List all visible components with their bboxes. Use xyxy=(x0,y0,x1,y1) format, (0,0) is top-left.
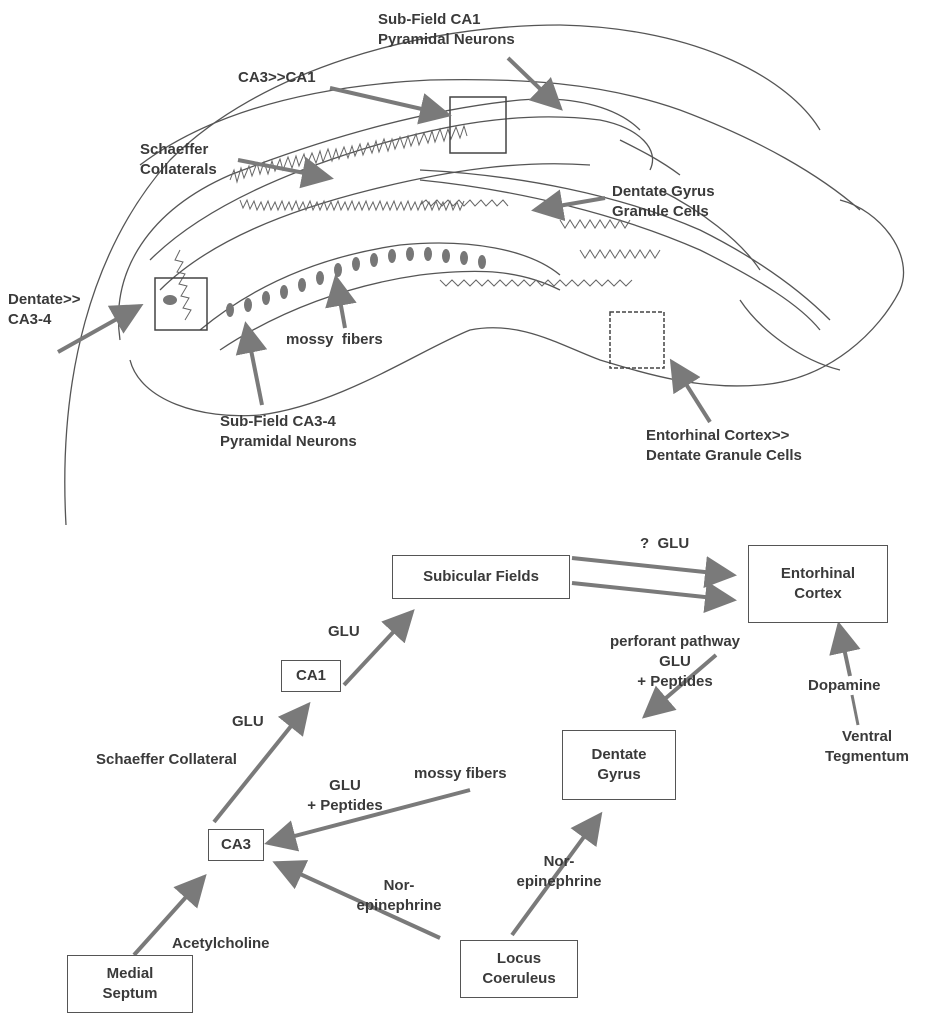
node-medial-line2: Septum xyxy=(102,984,157,1004)
node-ca1: CA1 xyxy=(281,660,341,692)
label-perforant-pathway: perforant pathway GLU + Peptides xyxy=(580,632,770,692)
label-perforant-line1: perforant pathway xyxy=(580,632,770,652)
label-schaeffer-collateral: Schaeffer Collateral xyxy=(96,750,237,770)
label-entorhinal-dentate-line1: Entorhinal Cortex>> xyxy=(646,426,802,446)
label-glu-subicular: GLU xyxy=(328,622,360,642)
label-dentate-gyrus-granule: Dentate Gyrus Granule Cells xyxy=(612,182,715,222)
label-norepi-left-line2: epinephrine xyxy=(344,896,454,916)
node-locus-line1: Locus xyxy=(497,949,541,969)
label-ventral-line1: Ventral xyxy=(802,727,931,747)
label-glu-peptides-line1: GLU xyxy=(290,776,400,796)
node-locus-coeruleus: Locus Coeruleus xyxy=(460,940,578,998)
label-glu-peptides-line2: + Peptides xyxy=(290,796,400,816)
label-ventral-line2: Tegmentum xyxy=(802,747,931,767)
node-locus-line2: Coeruleus xyxy=(482,969,555,989)
label-subfield-ca34-line1: Sub-Field CA3-4 xyxy=(220,412,357,432)
label-schaeffer-line1: Schaeffer xyxy=(140,140,217,160)
label-norepi-right-line1: Nor- xyxy=(504,852,614,872)
label-dentate-ca3: Dentate>> CA3-4 xyxy=(8,290,81,330)
label-dentate-gyrus-line1: Dentate Gyrus xyxy=(612,182,715,202)
label-glu-peptides: GLU + Peptides xyxy=(290,776,400,816)
node-subicular-fields: Subicular Fields xyxy=(392,555,570,599)
label-norepinephrine-left: Nor- epinephrine xyxy=(344,876,454,916)
label-mossy-fibers-flow: mossy fibers xyxy=(414,764,507,784)
label-entorhinal-dentate: Entorhinal Cortex>> Dentate Granule Cell… xyxy=(646,426,802,466)
node-medial-line1: Medial xyxy=(107,964,154,984)
label-schaeffer-line2: Collaterals xyxy=(140,160,217,180)
node-medial-septum: Medial Septum xyxy=(67,955,193,1013)
label-norepi-right-line2: epinephrine xyxy=(504,872,614,892)
label-subfield-ca1: Sub-Field CA1 Pyramidal Neurons xyxy=(378,10,515,50)
label-perforant-line3: + Peptides xyxy=(580,672,770,692)
node-entorhinal-line2: Cortex xyxy=(794,584,842,604)
neuron-texture xyxy=(175,126,660,320)
label-dentate-ca3-line2: CA3-4 xyxy=(8,310,81,330)
region-boxes xyxy=(155,97,664,368)
label-dopamine: Dopamine xyxy=(808,676,881,696)
node-ca1-label: CA1 xyxy=(296,666,326,686)
node-entorhinal-line1: Entorhinal xyxy=(781,564,855,584)
label-subfield-ca34-line2: Pyramidal Neurons xyxy=(220,432,357,452)
node-ca3-label: CA3 xyxy=(221,835,251,855)
label-acetylcholine: Acetylcholine xyxy=(172,934,270,954)
label-mossy-fibers: mossy fibers xyxy=(286,330,383,350)
label-dentate-ca3-line1: Dentate>> xyxy=(8,290,81,310)
label-norepinephrine-right: Nor- epinephrine xyxy=(504,852,614,892)
label-subfield-ca34: Sub-Field CA3-4 Pyramidal Neurons xyxy=(220,412,357,452)
label-glu-ca1: GLU xyxy=(232,712,264,732)
node-ca3: CA3 xyxy=(208,829,264,861)
label-subfield-ca1-line1: Sub-Field CA1 xyxy=(378,10,515,30)
label-schaeffer-collaterals: Schaeffer Collaterals xyxy=(140,140,217,180)
node-dentate-gyrus: Dentate Gyrus xyxy=(562,730,676,800)
node-dentate-line2: Gyrus xyxy=(597,765,640,785)
label-norepi-left-line1: Nor- xyxy=(344,876,454,896)
label-subfield-ca1-line2: Pyramidal Neurons xyxy=(378,30,515,50)
label-question-glu: ? GLU xyxy=(640,534,689,554)
label-perforant-line2: GLU xyxy=(580,652,770,672)
label-entorhinal-dentate-line2: Dentate Granule Cells xyxy=(646,446,802,466)
node-subicular-label: Subicular Fields xyxy=(423,567,539,587)
label-dentate-gyrus-line2: Granule Cells xyxy=(612,202,715,222)
node-entorhinal-cortex: Entorhinal Cortex xyxy=(748,545,888,623)
ca3-cell-bodies xyxy=(226,247,486,317)
node-dentate-line1: Dentate xyxy=(591,745,646,765)
label-ca3-ca1: CA3>>CA1 xyxy=(238,68,316,88)
label-ventral-tegmentum: Ventral Tegmentum xyxy=(802,727,931,767)
